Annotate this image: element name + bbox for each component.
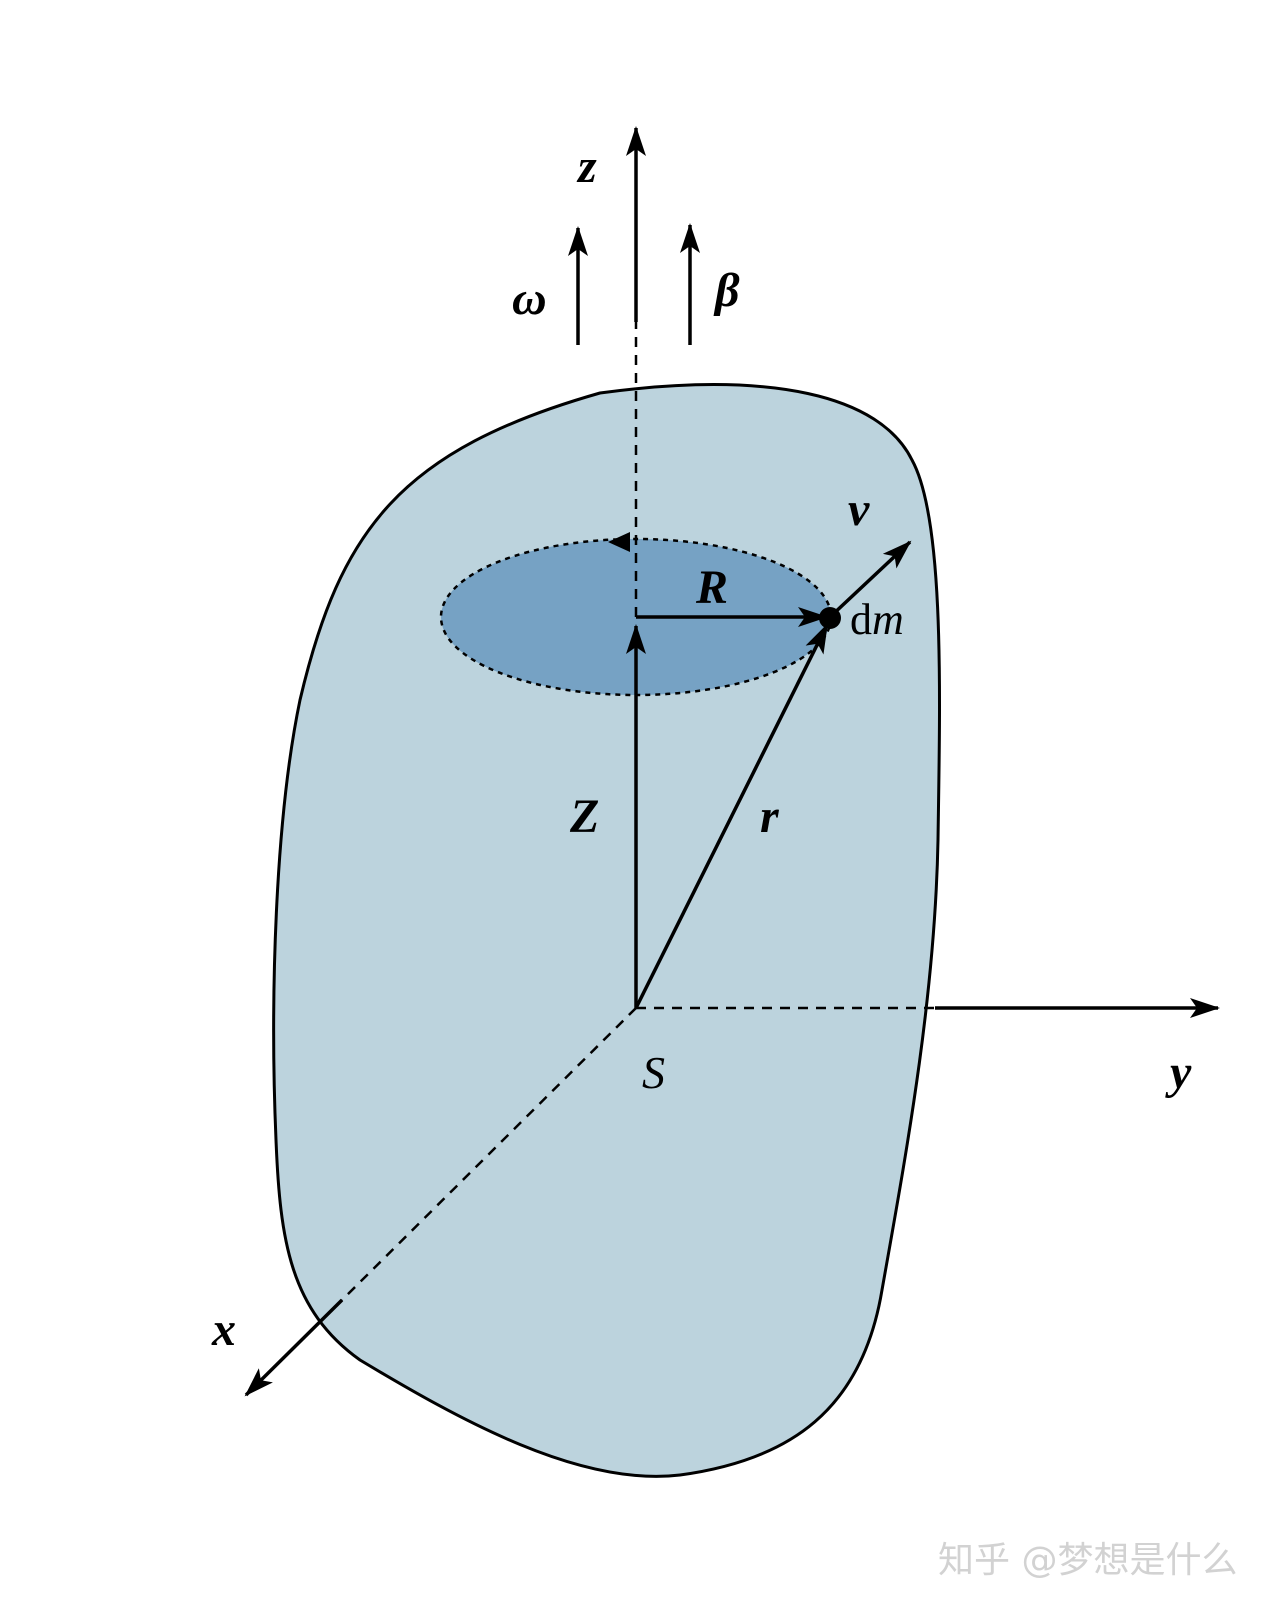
x-axis-label: x — [211, 1303, 236, 1356]
R-label: R — [695, 561, 728, 614]
v-vector — [828, 540, 912, 619]
dm-label: dm — [850, 595, 904, 644]
y-axis-label: y — [1165, 1046, 1192, 1099]
x-axis-dashed — [341, 1007, 637, 1301]
beta-label: β — [713, 264, 740, 317]
r-label: r — [760, 790, 780, 843]
omega-label: ω — [512, 272, 547, 325]
rotation-direction-arrowhead — [608, 532, 630, 552]
dm-m: m — [872, 595, 904, 644]
x-axis — [244, 1298, 344, 1397]
S-label: S — [642, 1047, 665, 1098]
dm-d: d — [850, 595, 872, 644]
Z-label: Z — [569, 790, 599, 843]
mass-element-point — [819, 607, 841, 629]
v-label: v — [848, 483, 870, 536]
watermark: 知乎 @梦想是什么 — [938, 1540, 1237, 1581]
r-vector — [634, 623, 829, 1009]
z-axis-label: z — [576, 140, 597, 193]
